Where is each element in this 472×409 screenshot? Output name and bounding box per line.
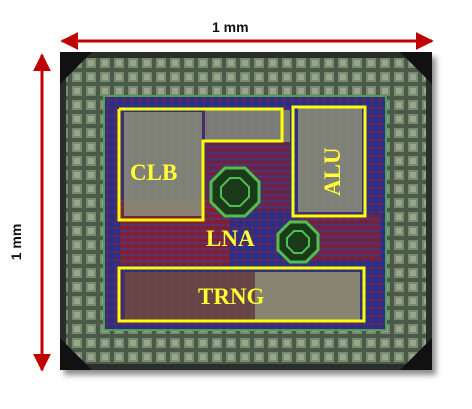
- width-label: 1 mm: [212, 19, 249, 35]
- clb-outline: [117, 107, 284, 222]
- block-label-lna: LNA: [206, 226, 255, 251]
- lna-inductor-1: [209, 166, 261, 218]
- alu-outline: [291, 105, 367, 218]
- height-label: 1 mm: [8, 223, 24, 261]
- block-label-alu: ALU: [320, 147, 345, 196]
- block-label-trng: TRNG: [198, 284, 265, 309]
- lna-inductor-2: [276, 220, 320, 264]
- trng-outline: [117, 266, 366, 323]
- block-label-clb: CLB: [130, 160, 177, 185]
